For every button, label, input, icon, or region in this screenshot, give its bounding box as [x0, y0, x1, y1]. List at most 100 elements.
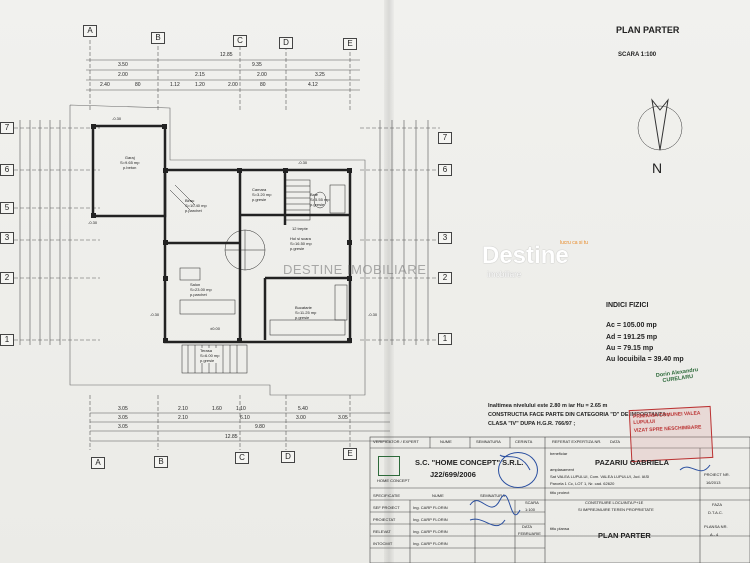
axis-label-6-right: 6 [438, 164, 452, 176]
axis-label-d-top: D [279, 37, 293, 49]
dim-top-3f: 80 [260, 82, 266, 88]
north-letter: N [652, 160, 663, 176]
room-salon-name: Salon [190, 282, 201, 287]
indici-ad: Ad = 191.25 mp [606, 334, 658, 341]
room-bucatarie-name: Bucatarie [295, 305, 312, 310]
room-salon: Salon S=23.00 mp p.parchet [190, 282, 212, 297]
room-bucatarie: Bucatarie S=11.25 mp p.gresie [295, 305, 316, 320]
plan-scale: SCARA 1:100 [618, 52, 657, 58]
tb-referat: REFERAT EXPERTIZA NR. [552, 439, 602, 444]
room-hol-name: Hol si scara [290, 236, 311, 241]
stairs-label: 12 trepte [292, 226, 308, 231]
axis-label-b-top: B [151, 32, 165, 44]
tb-ing-1: Ing. CARP FLORIN [413, 505, 448, 510]
level-label-zero: ±0.00 [210, 326, 220, 331]
axis-label-c-top: C [233, 35, 247, 47]
tb-plansa-nr-label: PLANSA NR. [704, 524, 728, 529]
dim-top-1a: 3.50 [118, 62, 128, 68]
tb-data2: FEBRUARIE [518, 531, 541, 536]
dim-bottom-1d: 1.10 [236, 406, 246, 412]
indici-ac: Ac = 105.00 mp [606, 322, 657, 329]
tb-ing-4: Ing. CARP FLORIN [413, 541, 448, 546]
dim-top-2d: 3.25 [315, 72, 325, 78]
indici-title: INDICI FIZICI [606, 302, 649, 309]
dim-top-3e: 2.00 [228, 82, 238, 88]
tb-project-nr: 16/2013 [706, 480, 721, 485]
axis-label-2-left: 2 [0, 272, 14, 284]
tb-faza: D.T.A.C. [708, 510, 723, 515]
room-garaj-floor: p.beton [123, 165, 137, 170]
axis-label-a-top: A [83, 25, 97, 37]
axis-label-b-bottom: B [154, 456, 168, 468]
tb-plansa-nr: A - 4 [710, 532, 719, 537]
tb-relevat: RELEVAT [373, 529, 391, 534]
plan-title: PLAN PARTER [616, 25, 680, 35]
company-seal-icon [498, 452, 538, 488]
dim-top-3d: 1.20 [195, 82, 205, 88]
axis-label-7-right: 7 [438, 132, 452, 144]
room-garaj-name: Garaj [124, 155, 135, 160]
tb-titlu-proiect2: SI IMPREJMUIRE TEREN PROPRIETATE [578, 507, 654, 512]
room-camara-name: Camara [252, 187, 267, 192]
room-birou-area: S=10.40 mp [185, 203, 207, 208]
watermark-text: DESTINE IMOBILIARE [283, 262, 427, 277]
tb-semnatura2: SEMNATURA [480, 493, 505, 498]
room-baie-area: S=5.55 mp [310, 197, 330, 202]
tb-titlu-proiect-label: titlu proiect [550, 490, 570, 495]
dim-top-2b: 2.15 [195, 72, 205, 78]
dim-top-3b: 80 [135, 82, 141, 88]
tb-titlu-proiect1: CONSTRUIRE LOCUINTA P+1E [585, 500, 644, 505]
tb-ing-2: Ing. CARP FLORIN [413, 517, 448, 522]
axis-label-d-bottom: D [281, 451, 295, 463]
room-hol: Hol si scara S=16.50 mp p.gresie [290, 236, 312, 251]
axis-label-1-right: 1 [438, 333, 452, 345]
tb-data2-label: DATA [522, 524, 533, 529]
dim-top-1b: 9.35 [252, 62, 262, 68]
dim-bottom-2e: 3.05 [338, 415, 348, 421]
indici-au: Au = 79.15 mp [606, 345, 654, 352]
dim-bottom-2a: 3.05 [118, 415, 128, 421]
tb-faza-label: FAZA [712, 502, 723, 507]
axis-label-1-left: 1 [0, 334, 14, 346]
dim-bottom-3a: 3.05 [118, 424, 128, 430]
tb-titlu-plansa-label: titlu plansa [550, 526, 570, 531]
tb-amplasament2: Parcela 1 Cc, LOT 1, Nr. cad. 62620 [550, 481, 615, 486]
tb-sef-proiect: SEF PROIECT [373, 505, 400, 510]
room-camara: Camara S=3.20 mp p.gresie [252, 187, 271, 202]
room-camara-floor: p.gresie [252, 197, 267, 202]
room-terasa-floor: p.gresie [200, 358, 215, 363]
room-salon-floor: p.parchet [190, 292, 207, 297]
dim-total-bottom: 12.85 [225, 434, 238, 440]
note-level-height: Inaltimea nivelului este 2.80 m iar Hu =… [488, 403, 608, 409]
company-logo-icon [378, 456, 400, 476]
room-hol-area: S=16.50 mp [290, 241, 312, 246]
dim-bottom-2b: 2.10 [178, 415, 188, 421]
tb-verificator: VERIFICATOR / EXPERT [373, 439, 419, 444]
axis-label-e-bottom: E [343, 448, 357, 460]
axis-label-a-bottom: A [91, 457, 105, 469]
axis-label-6-left: 6 [0, 164, 14, 176]
room-birou-name: Birou [185, 198, 195, 203]
room-camara-area: S=3.20 mp [252, 192, 272, 197]
tb-project-nr-label: PROIECT NR. [704, 472, 730, 477]
axis-label-2-right: 2 [438, 272, 452, 284]
dim-bottom-1b: 2.10 [178, 406, 188, 412]
tb-semnatura: SEMNATURA [476, 439, 501, 444]
room-salon-area: S=23.00 mp [190, 287, 212, 292]
dim-top-3g: 4.12 [308, 82, 318, 88]
room-terasa-area: S=6.00 mp [200, 353, 220, 358]
tb-beneficiar-label: beneficiar [550, 451, 568, 456]
room-birou: Birou S=10.40 mp p.parchet [185, 198, 207, 213]
dim-bottom-1a: 3.05 [118, 406, 128, 412]
dim-bottom-1e: 5.40 [298, 406, 308, 412]
room-birou-floor: p.parchet [185, 208, 202, 213]
tb-nume: NUME [440, 439, 452, 444]
tb-proiectat: PROIECTAT [373, 517, 396, 522]
axis-label-3-left: 3 [0, 232, 14, 244]
tb-cerinta: CERINTA [515, 439, 533, 444]
axis-label-3-right: 3 [438, 232, 452, 244]
room-baie-name: Baie [310, 192, 319, 197]
tb-company-reg: J22/699/2006 [430, 470, 476, 479]
